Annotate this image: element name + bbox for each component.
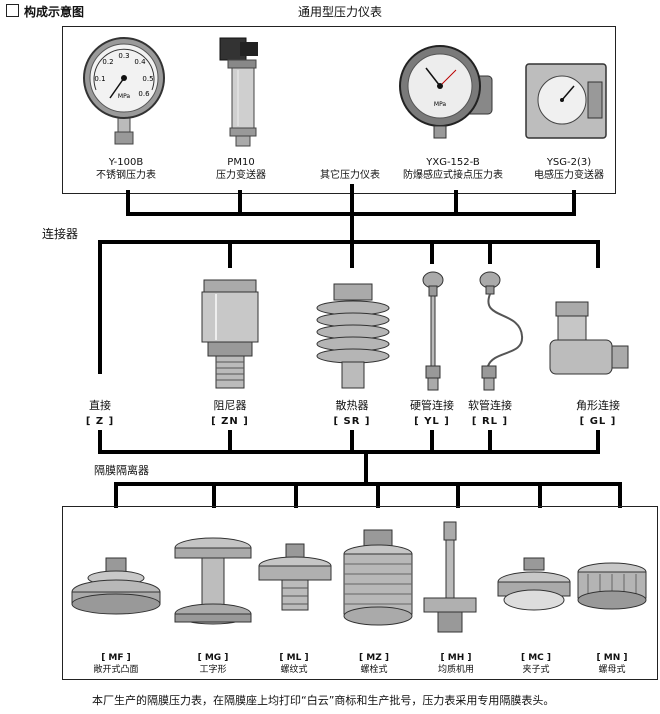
connector-rl: 软管连接 [ RL ] (456, 398, 524, 430)
diaphragm-mn: [ MN ] 螺母式 (580, 652, 644, 676)
gauge-label-yxg152b: YXG-152-B 防爆感应式接点压力表 (394, 156, 512, 182)
diaphragm-mh: [ MH ] 均质机用 (422, 652, 490, 676)
gauge-name: 电感压力变送器 (534, 170, 604, 181)
connector-code: [ GL ] (579, 416, 617, 427)
diaphragm-name: 螺纹式 (280, 665, 308, 675)
footer-note: 本厂生产的隔膜压力表，在隔膜座上均打印“白云”商标和生产批号，压力表采用专用隔膜… (92, 694, 555, 707)
flexible-hose-rl-image (479, 271, 524, 391)
connector-code: [ YL ] (414, 416, 450, 427)
connector-name: 直接 (89, 399, 111, 412)
rigid-pipe-yl-image (422, 271, 444, 391)
connector-gl: 角形连接 [ GL ] (560, 398, 636, 430)
mf-diaphragm-image (71, 557, 161, 615)
diaphragm-code: [ MH ] (440, 653, 472, 663)
diaphragm-code: [ ML ] (279, 653, 309, 663)
y100b-gauge-image: 0.3 0.4 0.2 0.5 0.1 0.6 MPa (83, 37, 165, 145)
mg-diaphragm-image (174, 537, 252, 625)
connector-yl: 硬管连接 [ YL ] (398, 398, 466, 430)
diaphragm-mf: [ MF ] 敞开式凸面 (76, 652, 156, 676)
connector-name: 硬管连接 (410, 399, 454, 412)
g0-tick-bottom: 0.6 (138, 90, 150, 98)
mz-diaphragm-image (343, 529, 413, 626)
g0-tick-right: 0.5 (142, 75, 153, 83)
diaphragm-section-label: 隔膜隔离器 (94, 464, 149, 477)
pm10-transmitter-image (219, 37, 258, 147)
gauge-label-y100b: Y-100B 不锈钢压力表 (74, 156, 178, 182)
connector-section-label: 连接器 (42, 227, 79, 241)
angle-gl-image (549, 301, 629, 375)
connector-name: 角形连接 (576, 399, 620, 412)
gauge-name: 不锈钢压力表 (96, 170, 156, 181)
diaphragm-code: [ MN ] (596, 653, 628, 663)
connector-code: [ RL ] (471, 416, 509, 427)
gauge-label-ysg2: YSG-2(3) 电感压力变送器 (524, 156, 614, 182)
gauge-model: Y-100B (108, 157, 144, 168)
diaphragm-code: [ MZ ] (359, 653, 389, 663)
gauge-label-other: 其它压力仪表 (302, 169, 398, 182)
g3-unit: MPa (434, 101, 447, 108)
diaphragm-name: 螺栓式 (360, 665, 388, 675)
diaphragm-name: 均质机用 (437, 665, 474, 675)
connector-code: [ ZN ] (211, 416, 249, 427)
diaphragm-mg: [ MG ] 工字形 (178, 652, 248, 676)
connector-name: 软管连接 (468, 399, 512, 412)
mh-diaphragm-image (423, 521, 477, 633)
radiator-sr-image (316, 283, 390, 389)
diaphragm-ml: [ ML ] 螺纹式 (262, 652, 326, 676)
damper-zn-image (201, 279, 259, 389)
gauge-name: 其它压力仪表 (320, 170, 380, 181)
connector-z: 直接 [ Z ] (70, 398, 130, 430)
g0-unit: MPa (118, 93, 131, 100)
checkbox-icon (6, 4, 19, 17)
section-title: 构成示意图 (24, 5, 85, 19)
gauges-panel (62, 26, 616, 194)
gauge-name: 防爆感应式接点压力表 (403, 170, 503, 181)
connector-name: 阻尼器 (213, 399, 247, 412)
g0-tick-mid: 0.4 (134, 58, 146, 66)
diaphragm-name: 敞开式凸面 (93, 665, 139, 675)
ysg2-transmitter-image (525, 63, 607, 139)
diaphragm-code: [ MG ] (197, 653, 229, 663)
diaphragm-code: [ MF ] (101, 653, 131, 663)
connector-code: [ Z ] (85, 416, 115, 427)
gauge-model: YXG-152-B (426, 157, 480, 168)
connector-sr: 散热器 [ SR ] (318, 398, 386, 430)
gauge-label-pm10: PM10 压力变送器 (196, 156, 286, 182)
diaphragm-name: 螺母式 (598, 665, 626, 675)
yxg152b-gauge-image: MPa (399, 45, 493, 139)
connector-code: [ SR ] (333, 416, 371, 427)
connector-zn: 阻尼器 [ ZN ] (196, 398, 264, 430)
diaphragm-name: 夹子式 (522, 665, 550, 675)
diaphragm-name: 工字形 (199, 665, 227, 675)
mc-diaphragm-image (497, 557, 571, 611)
gauge-model: PM10 (227, 157, 255, 168)
connector-name: 散热器 (335, 399, 369, 412)
gauge-model: YSG-2(3) (546, 157, 592, 168)
diagram-title: 通用型压力仪表 (298, 5, 383, 19)
mn-diaphragm-image (577, 562, 647, 610)
gauge-name: 压力变送器 (216, 170, 266, 181)
g0-tick-low: 0.2 (102, 58, 113, 66)
ml-diaphragm-image (258, 543, 332, 611)
diaphragm-code: [ MC ] (520, 653, 552, 663)
diaphragm-mc: [ MC ] 夹子式 (504, 652, 568, 676)
g0-tick-top: 0.3 (118, 52, 129, 60)
g0-tick-left: 0.1 (94, 75, 105, 83)
diaphragm-panel (62, 506, 658, 680)
diaphragm-mz: [ MZ ] 螺栓式 (340, 652, 408, 676)
